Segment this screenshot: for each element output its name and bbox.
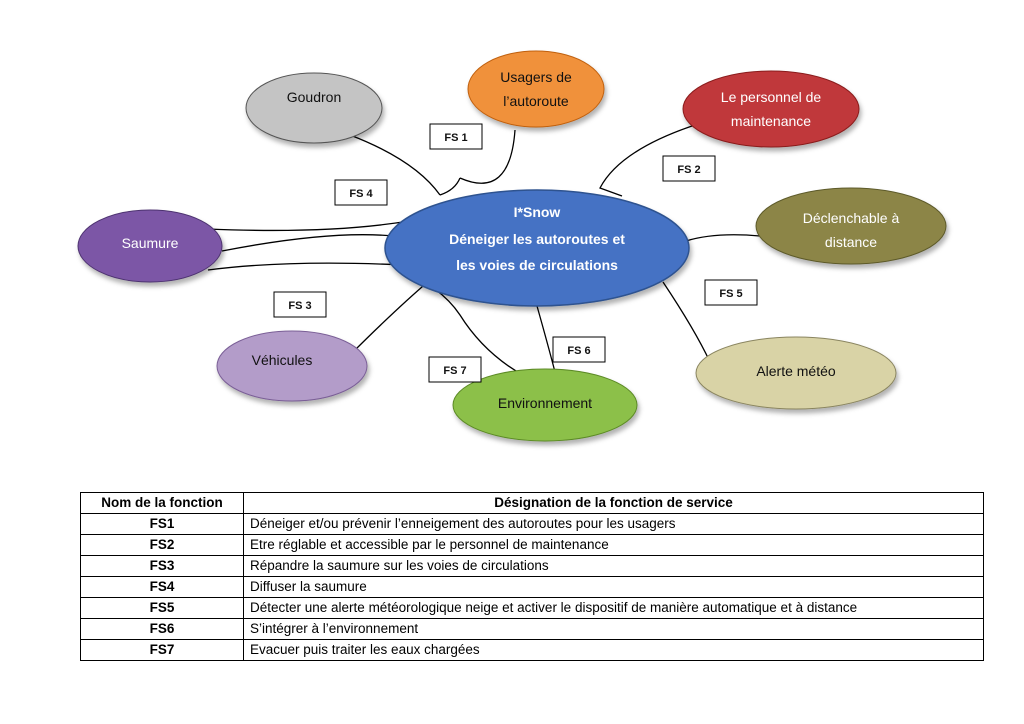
header-designation: Désignation de la fonction de service — [243, 492, 984, 514]
node-goudron-label: Goudron — [287, 89, 341, 105]
fs-box-fs5-label: FS 5 — [719, 288, 742, 300]
center-subtitle-line1: Déneiger les autoroutes et — [449, 231, 625, 247]
connector-lines — [207, 124, 761, 379]
row-description: Diffuser la saumure — [243, 576, 984, 598]
fs-box-fs7-label: FS 7 — [443, 365, 466, 377]
node-personnel-label-line1: Le personnel de — [721, 89, 822, 105]
table-row: FS7 Evacuer puis traiter les eaux chargé… — [80, 639, 984, 661]
row-code: FS6 — [80, 618, 244, 640]
row-description: Répandre la saumure sur les voies de cir… — [243, 555, 984, 577]
row-description: Evacuer puis traiter les eaux chargées — [243, 639, 984, 661]
connector-fs1-goudron-usagers — [349, 129, 516, 196]
row-description: Déneiger et/ou prévenir l’enneigement de… — [243, 513, 984, 535]
fs-box-fs2: FS 2 — [662, 155, 716, 182]
table-header-row: Nom de la fonction Désignation de la fon… — [80, 492, 984, 514]
node-personnel — [682, 70, 860, 148]
connector-fs6 — [536, 305, 556, 373]
table-row: FS4 Diffuser la saumure — [80, 576, 984, 598]
fs-box-fs5: FS 5 — [704, 279, 758, 306]
table-row: FS3 Répandre la saumure sur les voies de… — [80, 555, 984, 577]
connector-fs5-upper — [685, 234, 761, 242]
node-environnement-label: Environnement — [498, 395, 592, 411]
octopus-diagram: I*Snow Déneiger les autoroutes et les vo… — [77, 50, 947, 442]
table-row: FS5 Détecter une alerte météorologique n… — [80, 597, 984, 619]
node-alerte — [695, 336, 897, 410]
row-code: FS2 — [80, 534, 244, 556]
fs-box-fs3: FS 3 — [273, 291, 327, 318]
node-alerte-label: Alerte météo — [756, 363, 836, 379]
connector-fs4-lower — [221, 234, 394, 252]
node-goudron — [245, 72, 383, 144]
fs-box-fs1-label: FS 1 — [444, 132, 467, 144]
fs-box-fs6: FS 6 — [552, 336, 606, 363]
fs-box-fs3-label: FS 3 — [288, 300, 311, 312]
fs-box-fs1: FS 1 — [429, 123, 483, 150]
fs-box-fs7: FS 7 — [428, 356, 482, 383]
node-saumure — [77, 209, 223, 283]
node-usagers-label-line1: Usagers de — [500, 69, 572, 85]
center-node — [384, 189, 690, 307]
row-description: Etre réglable et accessible par le perso… — [243, 534, 984, 556]
row-description: S’intégrer à l’environnement — [243, 618, 984, 640]
row-code: FS4 — [80, 576, 244, 598]
node-environnement — [452, 368, 638, 442]
row-description: Détecter une alerte météorologique neige… — [243, 597, 984, 619]
fs-box-fs4: FS 4 — [334, 179, 388, 206]
table-row: FS2 Etre réglable et accessible par le p… — [80, 534, 984, 556]
center-ellipse — [384, 189, 690, 307]
fs-box-fs6-label: FS 6 — [567, 345, 590, 357]
row-code: FS1 — [80, 513, 244, 535]
table-row: FS6 S’intégrer à l’environnement — [80, 618, 984, 640]
node-usagers — [467, 50, 605, 128]
row-code: FS5 — [80, 597, 244, 619]
node-vehicules — [216, 330, 368, 402]
center-title: I*Snow — [514, 204, 561, 220]
connector-fs2 — [599, 124, 696, 197]
service-functions-table: Nom de la fonction Désignation de la fon… — [80, 492, 984, 661]
connector-fs1-center — [439, 177, 461, 196]
fs-box-fs2-label: FS 2 — [677, 164, 700, 176]
node-vehicules-label: Véhicules — [252, 352, 313, 368]
node-personnel-label-line2: maintenance — [731, 113, 811, 129]
row-code: FS7 — [80, 639, 244, 661]
node-declenchable-label-line1: Déclenchable à — [803, 210, 900, 226]
node-usagers-label-line2: l’autoroute — [503, 93, 569, 109]
center-subtitle-line2: les voies de circulations — [456, 257, 618, 273]
node-saumure-label: Saumure — [122, 235, 179, 251]
header-function-name: Nom de la fonction — [80, 492, 244, 514]
table-row: FS1 Déneiger et/ou prévenir l’enneigemen… — [80, 513, 984, 535]
connector-fs5-lower — [662, 281, 711, 363]
node-declenchable-label-line2: distance — [825, 234, 877, 250]
fs-box-fs4-label: FS 4 — [349, 188, 373, 200]
node-declenchable — [755, 187, 947, 265]
row-code: FS3 — [80, 555, 244, 577]
